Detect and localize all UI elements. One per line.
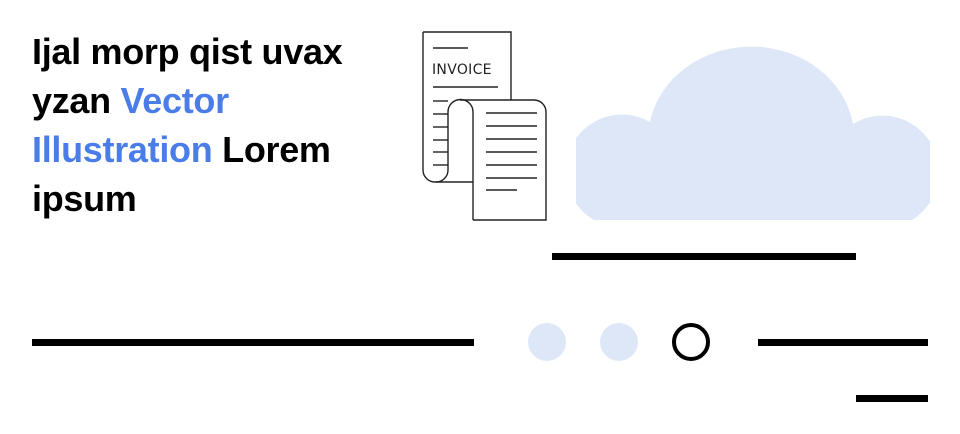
headline: Ijal morp qist uvax yzan Vector Illustra… <box>32 27 412 223</box>
divider-line-short <box>856 395 928 402</box>
divider-line-left <box>32 339 474 346</box>
headline-part-2: Lorem ipsum <box>32 129 331 219</box>
invoice-label: INVOICE <box>432 62 492 78</box>
filled-dot-2 <box>600 323 638 361</box>
invoice-document-icon: INVOICE <box>422 31 547 221</box>
filled-dot-1 <box>528 323 566 361</box>
cloud-icon <box>576 46 930 220</box>
headline-accent: Vector Illustration <box>32 80 229 170</box>
divider-line-right <box>758 339 928 346</box>
outlined-dot <box>672 323 710 361</box>
headline-part-1: Ijal morp qist uvax yzan <box>32 31 343 121</box>
divider-line-top <box>552 253 856 260</box>
